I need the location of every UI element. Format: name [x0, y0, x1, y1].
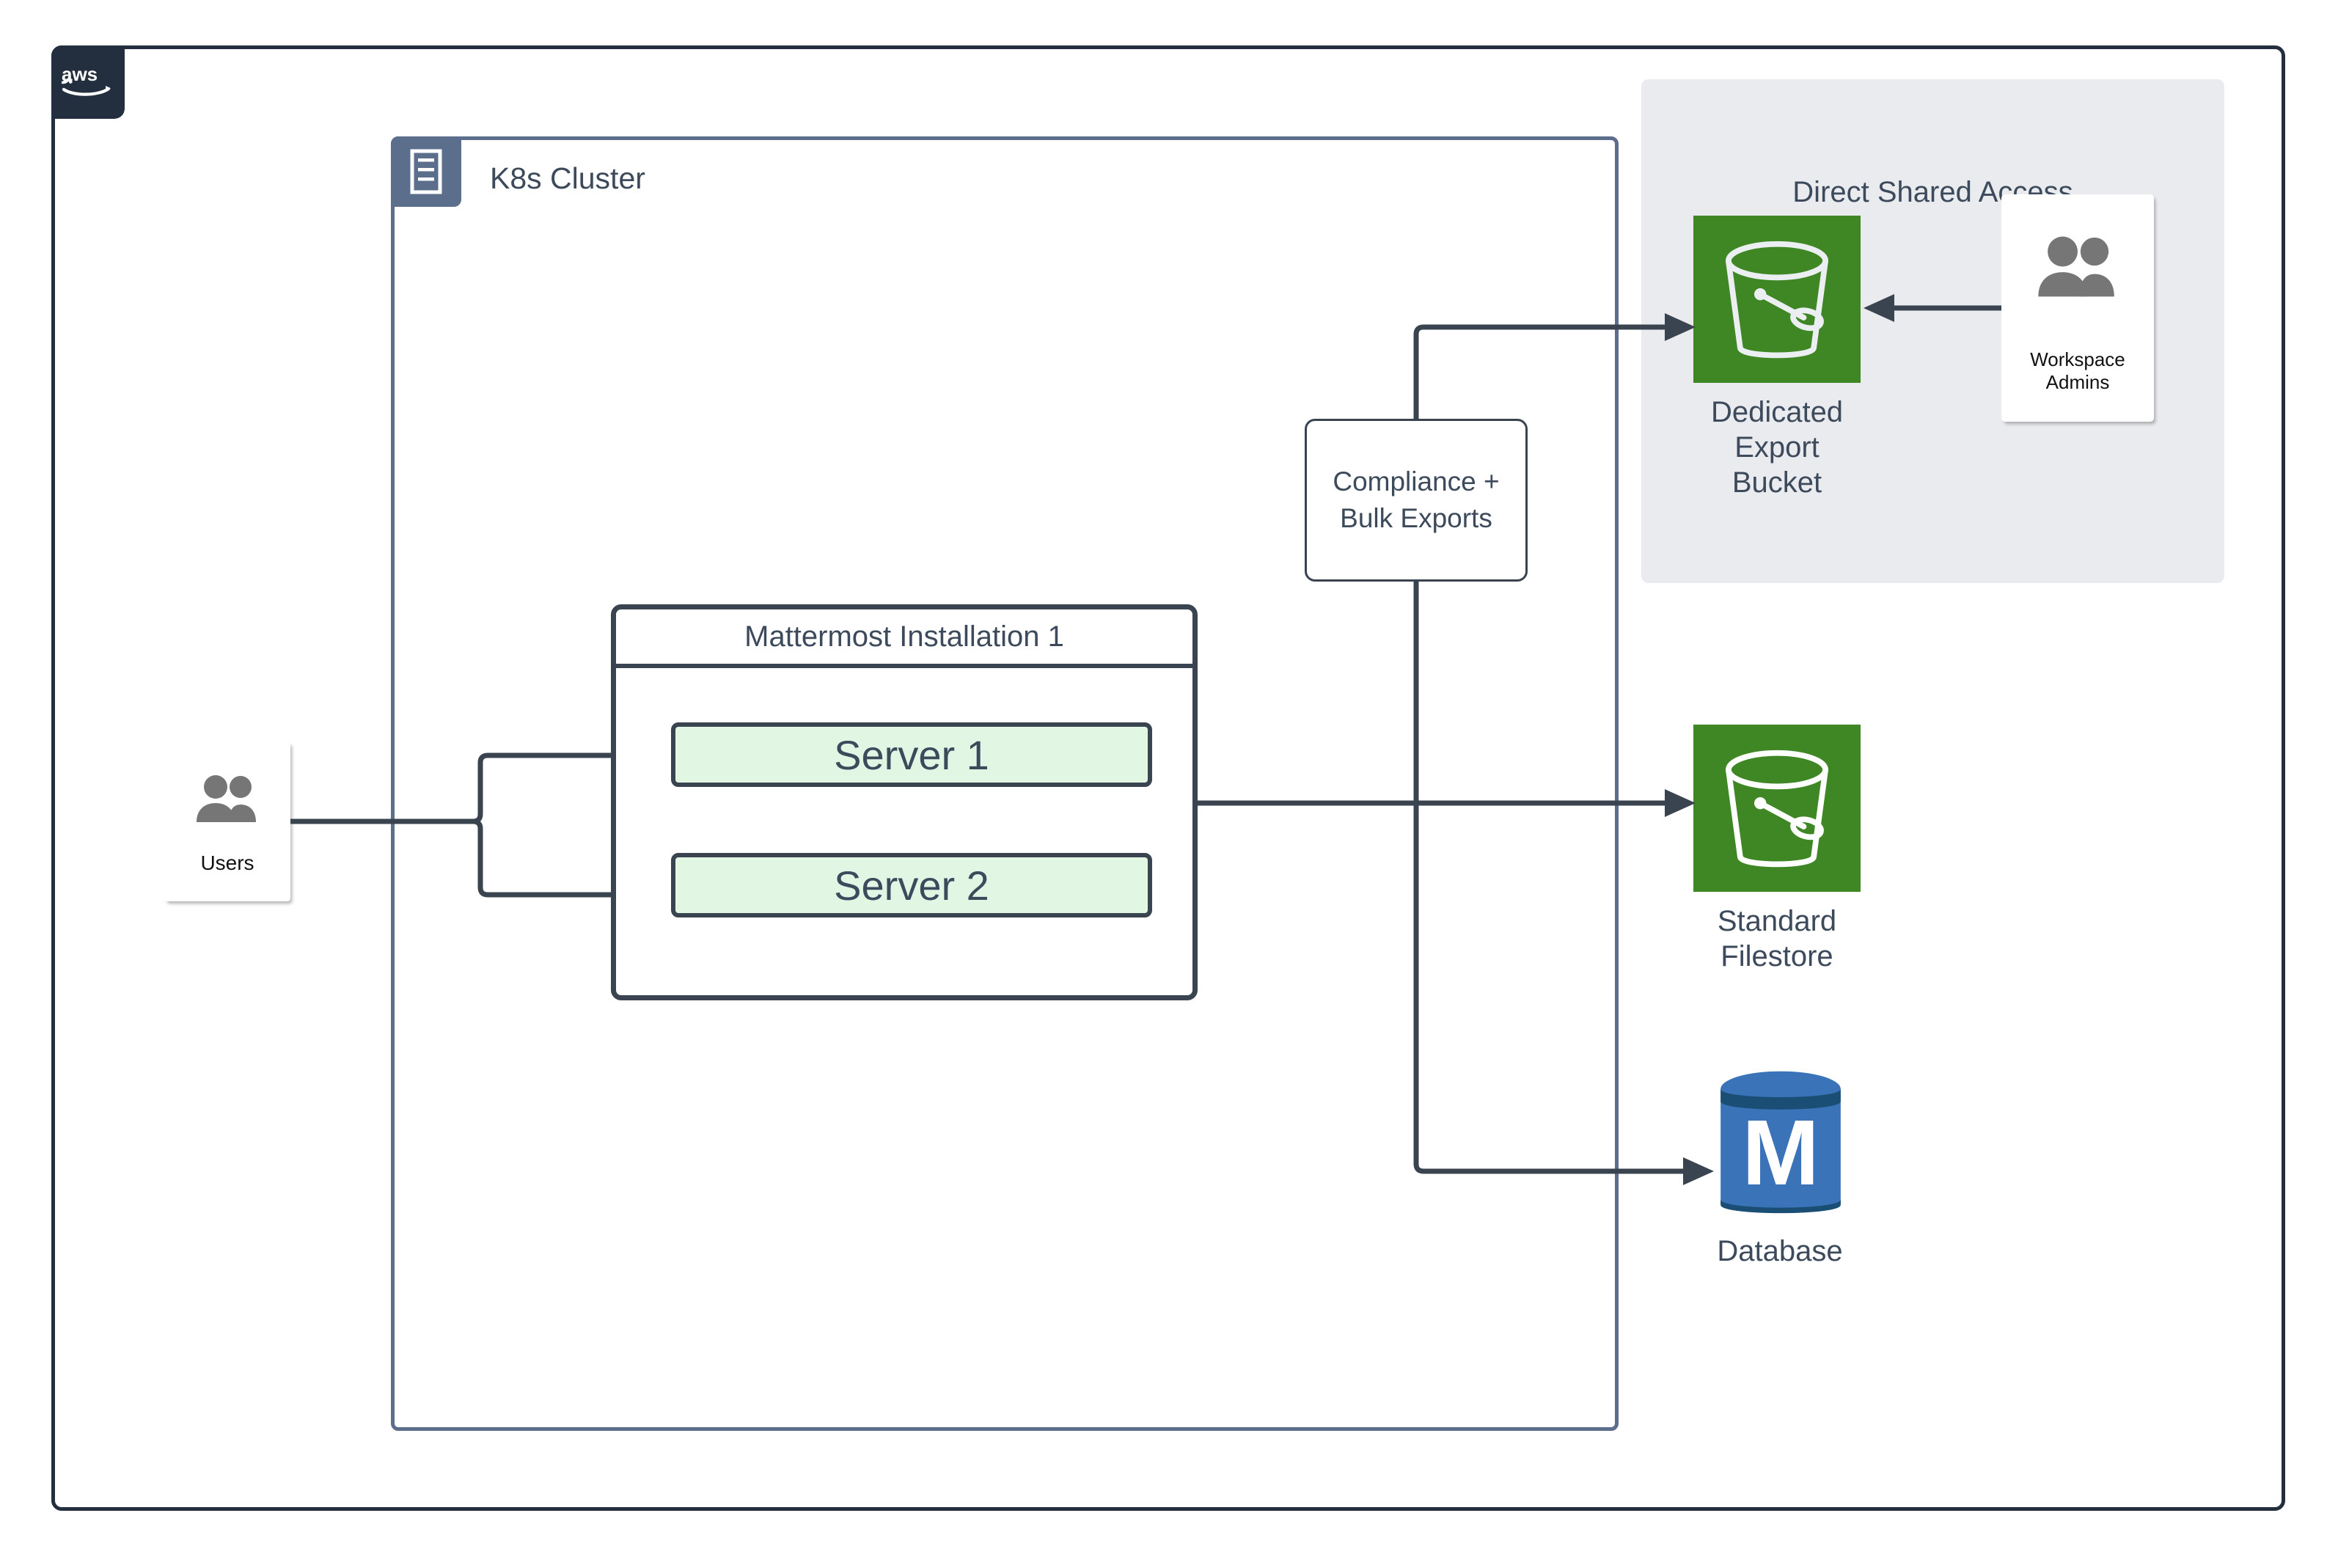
dedicated-export-bucket-label: Dedicated Export Bucket [1667, 395, 1887, 500]
users-group-icon [2031, 235, 2125, 306]
server-2-label: Server 2 [834, 862, 989, 909]
filestore-label-line1: Standard [1717, 905, 1837, 937]
standard-filestore-label: Standard Filestore [1667, 904, 1887, 974]
standard-filestore-node[interactable]: Standard Filestore [1693, 725, 1887, 974]
compliance-bulk-exports-node[interactable]: Compliance + Bulk Exports [1305, 419, 1528, 582]
installation-titlebar: Mattermost Installation 1 [616, 609, 1192, 668]
k8s-cluster-badge [391, 136, 461, 207]
aws-logo-icon: aws [62, 63, 111, 96]
users-group-icon [191, 774, 264, 830]
compliance-label-line1: Compliance + [1333, 466, 1500, 497]
server-node-1[interactable]: Server 1 [671, 722, 1152, 787]
database-label: Database [1717, 1235, 1843, 1267]
mattermost-installation-box[interactable]: Mattermost Installation 1 Server 1 Serve… [611, 604, 1198, 1000]
server-1-label: Server 1 [834, 731, 989, 778]
installation-title: Mattermost Installation 1 [744, 620, 1064, 653]
svg-text:aws: aws [62, 63, 98, 85]
database-glyph: M [1742, 1101, 1819, 1204]
k8s-cluster-title: K8s Cluster [490, 161, 645, 195]
dedicated-export-bucket-node[interactable]: Dedicated Export Bucket [1693, 216, 1887, 500]
filestore-label-line2: Filestore [1720, 940, 1833, 972]
database-node[interactable]: M Database [1712, 1067, 1875, 1268]
workspace-admins-node[interactable]: Workspace Admins [2001, 194, 2154, 422]
s3-bucket-icon [1693, 216, 1861, 383]
server-rack-icon [410, 149, 442, 194]
users-label: Users [200, 851, 254, 874]
export-bucket-label-line1: Dedicated Export [1710, 396, 1844, 464]
server-node-2[interactable]: Server 2 [671, 853, 1152, 917]
aws-logo-badge: aws [51, 45, 125, 119]
aws-cloud-frame [51, 45, 2285, 1511]
export-bucket-label-line2: Bucket [1731, 466, 1822, 499]
users-node[interactable]: Users [164, 741, 290, 901]
workspace-admins-label: Workspace Admins [2030, 348, 2125, 393]
compliance-label-line2: Bulk Exports [1340, 503, 1492, 533]
s3-bucket-icon [1693, 725, 1861, 892]
rds-database-icon: M [1720, 1071, 1841, 1214]
